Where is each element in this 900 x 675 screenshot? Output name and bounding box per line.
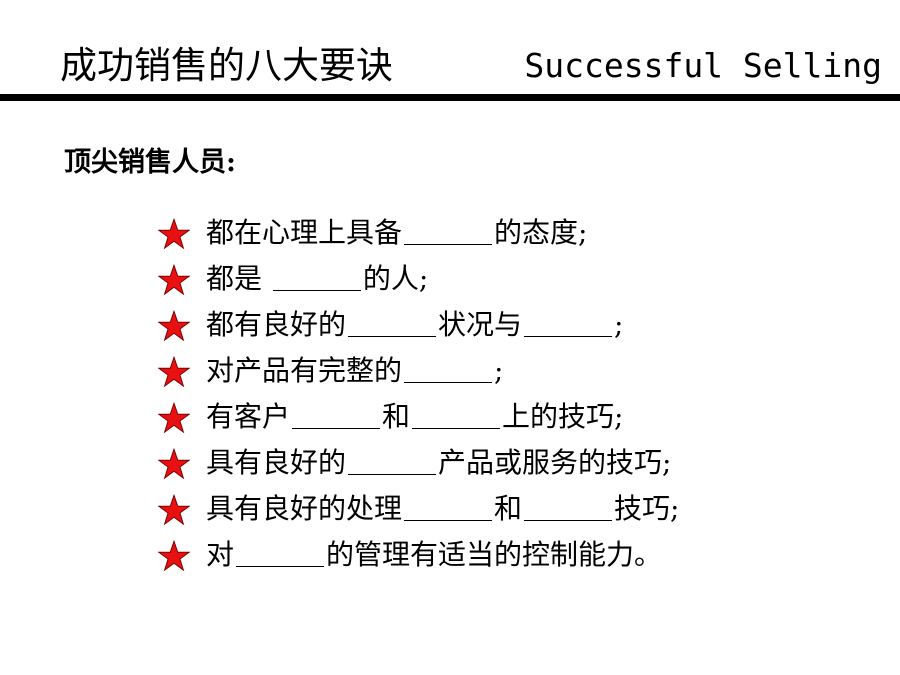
title-chinese: 成功销售的八大要诀	[60, 44, 393, 87]
list-item: 具有良好的处理______和______技巧;	[158, 486, 679, 532]
fill-in-blank: ______	[292, 427, 381, 429]
item-text: ;	[614, 308, 624, 341]
item-text: 都有良好的	[206, 308, 347, 341]
title-divider	[0, 94, 900, 101]
star-icon	[158, 218, 190, 250]
subtitle: 顶尖销售人员:	[64, 147, 236, 178]
list-item: 都有良好的______状况与______;	[158, 302, 679, 348]
list-item: 对______的管理有适当的控制能力。	[158, 532, 679, 578]
fill-in-blank: ______	[404, 243, 493, 245]
item-text: 具有良好的	[206, 446, 347, 479]
item-text: 对产品有完整的	[206, 354, 403, 387]
item-text: 有客户	[206, 400, 291, 433]
fill-in-blank: ______	[404, 519, 493, 521]
list-item: 都是 ______的人;	[158, 256, 679, 302]
item-text: 上的技巧;	[502, 400, 624, 433]
star-icon	[158, 540, 190, 572]
item-text: 的人;	[362, 262, 429, 295]
item-text: 和	[382, 400, 411, 433]
fill-in-blank: ______	[272, 289, 361, 291]
item-text: 的态度;	[494, 216, 588, 249]
star-icon	[158, 448, 190, 480]
bullet-list: 都在心理上具备______的态度;都是 ______的人;都有良好的______…	[158, 210, 679, 578]
item-text: 对	[206, 538, 235, 571]
item-text: 技巧;	[614, 492, 680, 525]
fill-in-blank: ______	[348, 335, 437, 337]
item-text: 的管理有适当的控制能力。	[326, 538, 663, 571]
star-icon	[158, 310, 190, 342]
fill-in-blank: ______	[524, 519, 613, 521]
fill-in-blank: ______	[236, 565, 325, 567]
list-item: 对产品有完整的______;	[158, 348, 679, 394]
fill-in-blank: ______	[404, 381, 493, 383]
star-icon	[158, 494, 190, 526]
item-text: 都在心理上具备	[206, 216, 403, 249]
item-text: 状况与	[438, 308, 523, 341]
item-text: ;	[494, 354, 504, 387]
item-text: 都是	[206, 262, 271, 295]
star-icon	[158, 402, 190, 434]
fill-in-blank: ______	[412, 427, 501, 429]
list-item: 具有良好的______产品或服务的技巧;	[158, 440, 679, 486]
fill-in-blank: ______	[348, 473, 437, 475]
star-icon	[158, 356, 190, 388]
fill-in-blank: ______	[524, 335, 613, 337]
list-item: 都在心理上具备______的态度;	[158, 210, 679, 256]
item-text: 和	[494, 492, 523, 525]
title-english: Successful Selling	[524, 46, 882, 85]
item-text: 具有良好的处理	[206, 492, 403, 525]
list-item: 有客户______和______上的技巧;	[158, 394, 679, 440]
star-icon	[158, 264, 190, 296]
item-text: 产品或服务的技巧;	[438, 446, 672, 479]
